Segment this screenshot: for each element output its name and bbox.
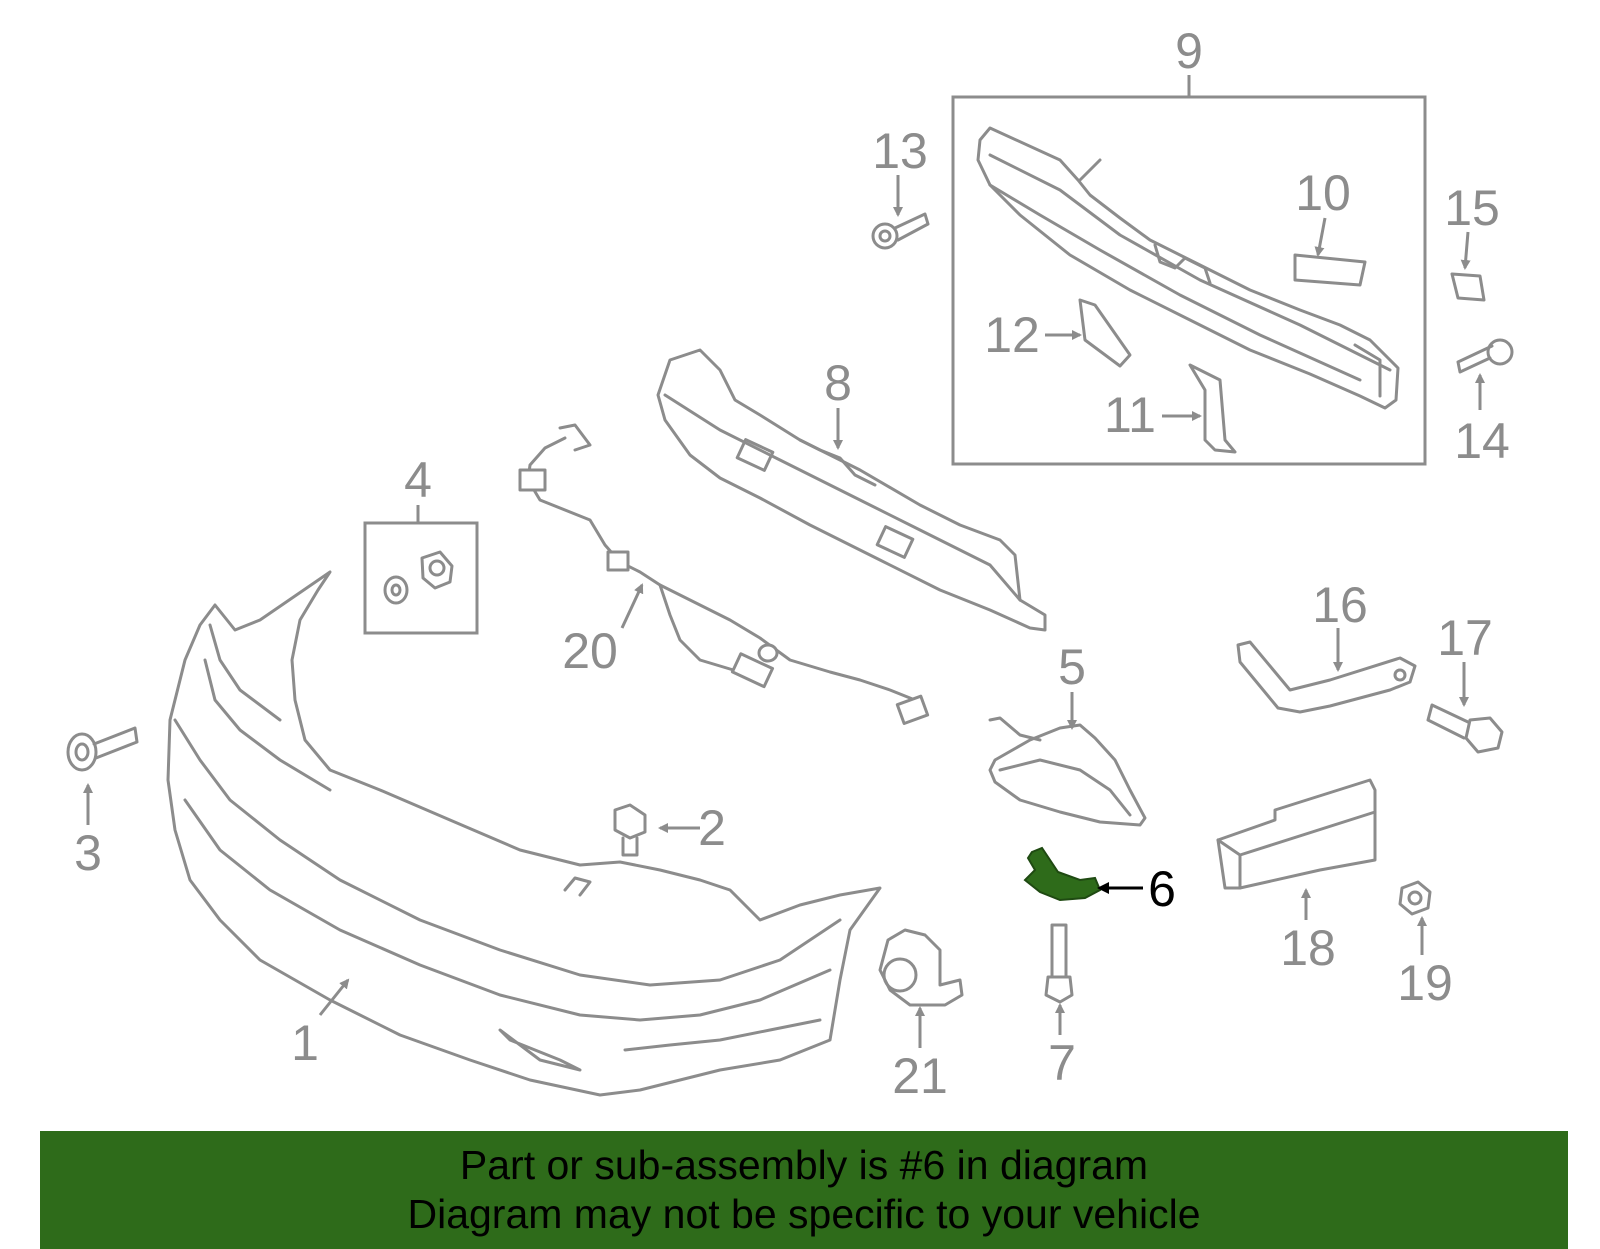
part-1-bumper-cover — [166, 570, 882, 1097]
callout-21: 21 — [892, 1048, 948, 1104]
part-7-bolt — [1044, 923, 1074, 1004]
part-4-nut-washer — [383, 550, 454, 605]
info-banner: Part or sub-assembly is #6 in diagram Di… — [40, 1131, 1568, 1249]
part-16-bracket — [1236, 640, 1417, 714]
part-18-bracket — [1216, 778, 1377, 890]
callout-9: 9 — [1175, 23, 1203, 79]
part-14-bolt — [1456, 338, 1514, 374]
part-6-bracket-highlighted — [1023, 846, 1102, 902]
callout-labels: 9 13 10 15 12 11 14 8 4 20 5 16 17 2 3 6… — [74, 23, 1510, 1104]
callout-1: 1 — [291, 1015, 319, 1071]
callout-16: 16 — [1312, 577, 1368, 633]
part-3-bolt — [66, 726, 139, 772]
leader-lines — [83, 75, 1485, 1048]
callout-18: 18 — [1280, 920, 1336, 976]
part-21-sensor — [878, 928, 964, 1007]
banner-line-2: Diagram may not be specific to your vehi… — [407, 1191, 1201, 1237]
callout-13: 13 — [872, 123, 928, 179]
callout-12: 12 — [984, 307, 1040, 363]
callout-7: 7 — [1048, 1035, 1076, 1091]
part-15-clip — [1450, 272, 1486, 302]
callout-5: 5 — [1058, 639, 1086, 695]
part-17-bolt — [1426, 703, 1504, 754]
callout-4: 4 — [404, 452, 432, 508]
part-13-bolt — [871, 212, 930, 250]
callout-2: 2 — [698, 800, 726, 856]
part-20-wiring-harness — [518, 423, 930, 726]
callout-10: 10 — [1295, 165, 1351, 221]
part-4-box — [363, 521, 479, 635]
callout-19: 19 — [1397, 955, 1453, 1011]
callout-8: 8 — [824, 355, 852, 411]
callout-15: 15 — [1444, 180, 1500, 236]
callout-14: 14 — [1454, 413, 1510, 469]
callout-20: 20 — [562, 623, 618, 679]
part-19-nut — [1398, 880, 1432, 916]
part-10-bracket — [1293, 253, 1367, 287]
part-5-reflector-lamp — [988, 716, 1147, 827]
banner-line-1: Part or sub-assembly is #6 in diagram — [459, 1142, 1149, 1188]
callout-17: 17 — [1437, 610, 1493, 666]
part-8-energy-absorber — [656, 348, 1047, 632]
part-11-pad — [1188, 363, 1237, 454]
part-9-reinforcement-beam — [976, 126, 1400, 410]
part-2-clip — [613, 803, 647, 857]
callout-3: 3 — [74, 825, 102, 881]
part-12-pad — [1078, 298, 1132, 368]
callout-6: 6 — [1148, 861, 1176, 917]
callout-11: 11 — [1104, 387, 1156, 443]
